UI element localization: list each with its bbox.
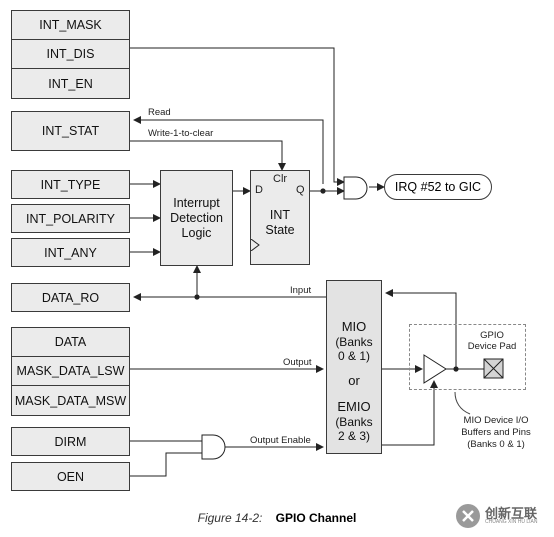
watermark-icon	[456, 504, 480, 528]
reg-int-stat: INT_STAT	[11, 111, 130, 151]
figure-title: GPIO Channel	[275, 511, 357, 525]
reg-data: DATA	[12, 328, 129, 357]
device-pad-icon	[483, 358, 504, 379]
note-line: MIO Device I/O	[463, 415, 529, 426]
reg-mask-data-lsw: MASK_DATA_LSW	[12, 357, 129, 386]
reg-int-dis: INT_DIS	[12, 40, 129, 69]
reg-mask-data-msw: MASK_DATA_MSW	[14, 393, 127, 408]
mio-device-io-note: MIO Device I/O Buffers and Pins (Banks 0…	[446, 415, 546, 451]
logic-label-line: Interrupt	[173, 195, 220, 210]
signal-output-label: Output	[283, 357, 312, 368]
mio-banks-range: 0 & 1)	[337, 349, 370, 363]
ff-clr-label: Clr	[273, 173, 288, 185]
emio-banks-label: (Banks	[335, 415, 373, 429]
mio-banks-label: (Banks	[335, 335, 373, 349]
mio-or-label: or	[348, 373, 360, 388]
read-wire	[133, 116, 324, 184]
watermark-logo: 创新互联 CHUANG XIN HU LIAN	[455, 502, 551, 530]
figure-number: Figure 14-2:	[197, 511, 263, 525]
reg-dirm: DIRM	[11, 427, 130, 456]
interrupt-control-registers: INT_MASK INT_DIS INT_EN	[11, 10, 130, 99]
int-state-label-line: INT	[269, 207, 291, 222]
emio-banks-range: 2 & 3)	[337, 429, 370, 443]
junction-dot	[453, 366, 459, 372]
logic-label-line: Logic	[181, 225, 212, 240]
data-registers: DATA MASK_DATA_LSW MASK_DATA_MSW	[11, 327, 130, 416]
int-state-flipflop: INT State	[250, 170, 310, 265]
reg-int-type: INT_TYPE	[11, 170, 130, 199]
oen-wire	[130, 452, 202, 477]
irq-and-gate	[343, 176, 368, 200]
signal-write-clear-label: Write-1-to-clear	[148, 128, 214, 139]
mio-emio-block: MIO (Banks 0 & 1) or EMIO (Banks 2 & 3)	[326, 280, 382, 454]
interrupt-detection-logic: Interrupt Detection Logic	[160, 170, 233, 266]
reg-data-ro: DATA_RO	[11, 283, 130, 312]
signal-read-label: Read	[148, 107, 171, 118]
pad-input-return-wire	[385, 289, 457, 369]
note-pointer	[454, 391, 471, 415]
signal-output-enable-label: Output Enable	[250, 435, 311, 446]
tristate-buffer	[423, 354, 447, 384]
gpio-device-pad-label: GPIO Device Pad	[462, 330, 522, 352]
junction-dot	[320, 188, 326, 194]
reg-int-mask: INT_MASK	[12, 11, 129, 40]
reg-int-any: INT_ANY	[11, 238, 130, 267]
reg-int-en: INT_EN	[48, 76, 93, 91]
logic-label-line: Detection	[170, 210, 223, 225]
oe-and-gate	[201, 434, 226, 460]
pad-label-line: Device Pad	[467, 341, 517, 352]
figure-caption: Figure 14-2: GPIO Channel	[0, 511, 554, 525]
mio-label: MIO	[341, 319, 367, 334]
ff-q-label: Q	[296, 184, 305, 196]
gpio-device-pad-region	[409, 324, 526, 390]
write-clear-wire	[130, 140, 286, 171]
reg-int-polarity: INT_POLARITY	[11, 204, 130, 233]
pad-label-line: GPIO	[480, 330, 504, 341]
junction-dot	[194, 294, 200, 300]
int-state-label-line: State	[265, 222, 295, 237]
watermark-text: 创新互联	[485, 506, 538, 521]
ff-d-label: D	[255, 184, 263, 196]
int-dis-wire	[130, 47, 345, 186]
oe-to-buffer-wire	[382, 380, 438, 446]
ff-clock-icon	[251, 239, 260, 251]
reg-oen: OEN	[11, 462, 130, 491]
note-line: (Banks 0 & 1)	[467, 439, 525, 450]
note-line: Buffers and Pins	[461, 427, 531, 438]
emio-label: EMIO	[337, 399, 371, 414]
watermark-subtext: CHUANG XIN HU LIAN	[485, 519, 538, 525]
irq-to-gic: IRQ #52 to GIC	[384, 174, 492, 200]
signal-input-label: Input	[290, 285, 312, 296]
